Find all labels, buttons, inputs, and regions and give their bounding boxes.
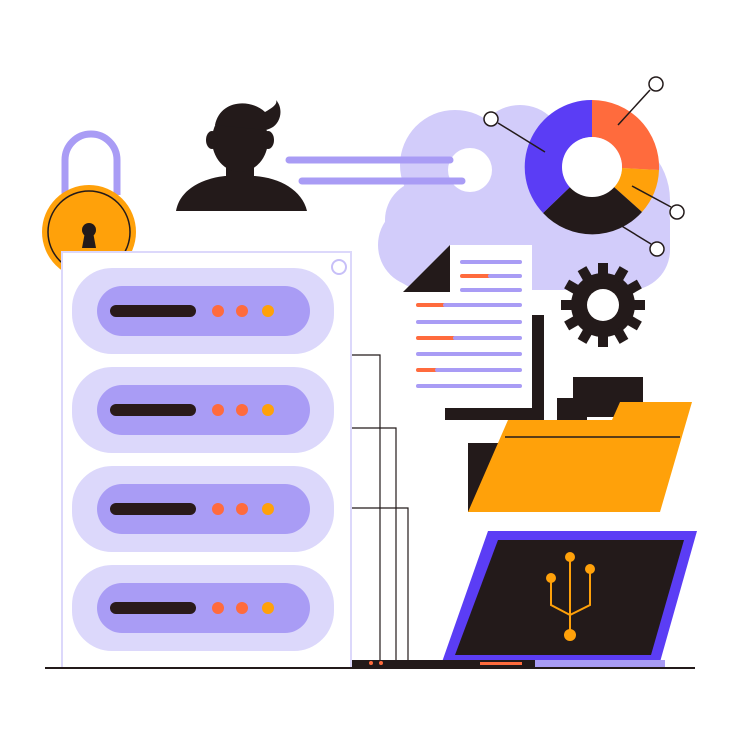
server-unit [72, 466, 334, 552]
server-unit [72, 565, 334, 651]
laptop-icon [352, 531, 697, 667]
connector-wires [352, 354, 409, 662]
server-rack-icon [61, 251, 352, 669]
server-unit [72, 268, 334, 354]
message-lines [285, 156, 466, 185]
document-icon [403, 245, 532, 398]
server-unit [72, 367, 334, 453]
user-avatar-icon [176, 100, 307, 211]
donut-chart-icon [483, 76, 685, 257]
folder-icon [468, 402, 692, 512]
gear-icon [561, 263, 645, 347]
usb-network-icon [550, 560, 591, 633]
